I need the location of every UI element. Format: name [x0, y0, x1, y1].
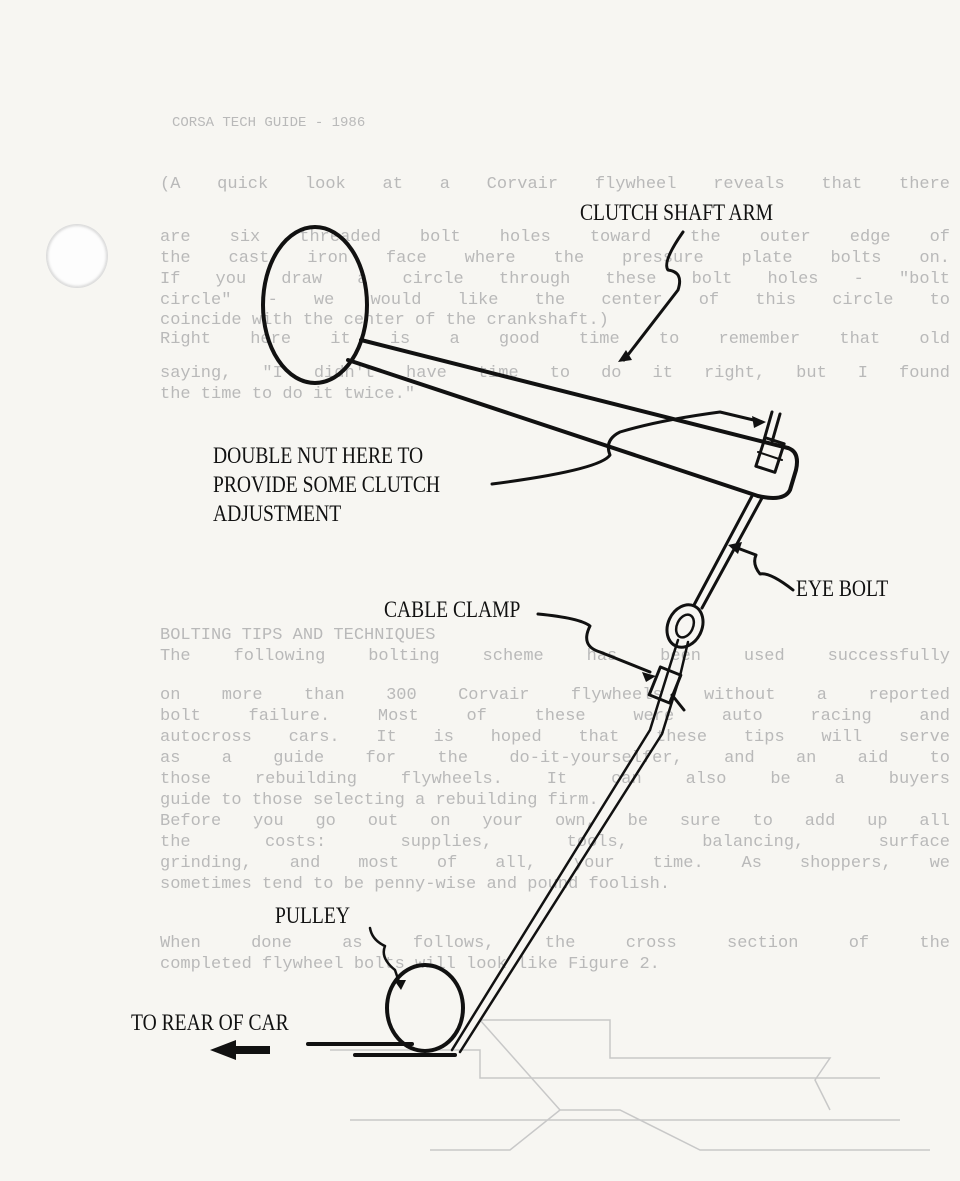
- label-clutch-shaft-arm: CLUTCH SHAFT ARM: [580, 200, 774, 225]
- bleed-line: are six threaded bolt holes toward the o…: [160, 228, 950, 247]
- bleed-line: guide to those selecting a rebuilding fi…: [160, 791, 599, 810]
- cable-clamp-icon: [647, 665, 686, 712]
- bleed-line: as a guide for the do-it-yourselfer, and…: [160, 749, 950, 768]
- bleed-line: autocross cars. It is hoped that these t…: [160, 728, 950, 747]
- pulley-circle: [385, 963, 465, 1053]
- arrowhead-cable-clamp: [642, 672, 656, 682]
- bleed-line: BOLTING TIPS AND TECHNIQUES: [160, 626, 436, 645]
- bleed-line: The following bolting scheme has been us…: [160, 647, 950, 666]
- cable: [450, 638, 690, 1054]
- bleed-line: saying, "I didn't have time to do it rig…: [160, 364, 950, 383]
- bleed-line: sometimes tend to be penny-wise and poun…: [160, 875, 671, 894]
- arrow-left-icon: [210, 1040, 270, 1060]
- leader-pulley: [368, 926, 402, 987]
- bleed-line: grinding, and most of all, your time. As…: [160, 854, 950, 873]
- label-to-rear-of-car: TO REAR OF CAR: [131, 1010, 289, 1035]
- bleed-line: completed flywheel bolts will look like …: [160, 955, 660, 974]
- leader-cable-clamp: [536, 612, 652, 674]
- bleed-line: bolt failure. Most of these were auto ra…: [160, 707, 950, 726]
- label-double-nut-2: PROVIDE SOME CLUTCH: [213, 472, 441, 497]
- label-double-nut-1: DOUBLE NUT HERE TO: [213, 443, 424, 468]
- leader-double-nut: [490, 410, 764, 486]
- bleed-line: Before you go out on your own, be sure t…: [160, 812, 950, 831]
- arm-lower-edge: [346, 358, 760, 498]
- bleed-line: on more than 300 Corvair flywheels witho…: [160, 686, 950, 705]
- bleed-line: When done as follows, the cross section …: [160, 934, 950, 953]
- label-eye-bolt: EYE BOLT: [796, 576, 889, 601]
- bleed-line: the costs: supplies, tools, balancing, s…: [160, 833, 950, 852]
- bleed-header: CORSA TECH GUIDE - 1986: [172, 115, 366, 131]
- double-nut-icon: [754, 410, 786, 474]
- arrowhead-clutch-shaft-arm: [618, 350, 632, 362]
- arm-end: [756, 446, 799, 500]
- leader-clutch-shaft-arm: [622, 230, 685, 362]
- bleed-line: circle" - we would like the center of th…: [160, 291, 950, 310]
- bleed-line: If you draw a circle through these bolt …: [160, 270, 950, 289]
- arrowhead-pulley: [394, 980, 406, 990]
- label-double-nut-3: ADJUSTMENT: [213, 501, 342, 526]
- leader-eye-bolt: [730, 544, 795, 592]
- punch-hole: [46, 224, 108, 288]
- bleed-line: coincide with the center of the cranksha…: [160, 311, 609, 330]
- eye-bolt-icon: [665, 494, 764, 649]
- clutch-shaft-circle: [261, 225, 369, 385]
- arrowhead-eye-bolt: [728, 542, 742, 554]
- label-cable-clamp: CABLE CLAMP: [384, 597, 521, 622]
- arrowhead-double-nut: [752, 416, 766, 428]
- bleed-line: Right here it is a good time to remember…: [160, 330, 950, 349]
- bleed-line: (A quick look at a Corvair flywheel reve…: [160, 175, 950, 194]
- label-pulley: PULLEY: [275, 903, 350, 928]
- bleed-line: the time to do it twice.": [160, 385, 416, 404]
- arm-upper-edge: [359, 338, 790, 450]
- bleed-line: those rebuilding flywheels. It can also …: [160, 770, 950, 789]
